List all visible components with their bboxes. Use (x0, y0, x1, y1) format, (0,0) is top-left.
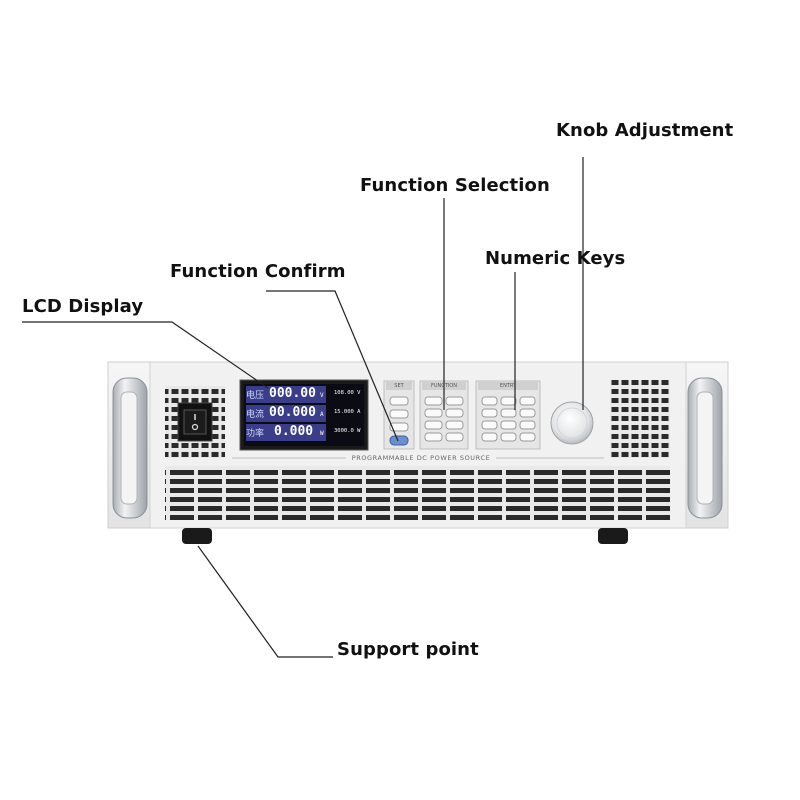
function-key[interactable] (445, 420, 464, 430)
numeric-key[interactable] (481, 396, 498, 406)
left-handle-icon (112, 377, 148, 519)
lcd-current-unit: A (320, 411, 324, 418)
callout-knob-adjustment: Knob Adjustment (556, 120, 734, 141)
lcd-voltage-side: 108.00 V (334, 390, 361, 396)
set-panel-title: SET (394, 383, 404, 389)
function-key[interactable] (445, 396, 464, 406)
callout-support-point: Support point (337, 639, 479, 660)
numeric-key[interactable] (481, 408, 498, 418)
numeric-key[interactable] (519, 420, 536, 430)
numeric-key[interactable] (481, 432, 498, 442)
lcd-row-highlight (246, 424, 326, 441)
lcd-row-highlight (246, 386, 326, 403)
power-switch-icon[interactable] (177, 402, 213, 442)
lcd-voltage-label: 电压 (246, 391, 265, 401)
confirm-button[interactable] (389, 435, 409, 446)
function-panel-title: FUNCTION (431, 383, 457, 389)
numeric-key[interactable] (519, 432, 536, 442)
lcd-power-label: 功率 (246, 429, 265, 439)
lcd-power-unit: W (320, 430, 324, 437)
bottom-vent-grille (165, 466, 670, 520)
numeric-key[interactable] (519, 396, 536, 406)
entry-panel-title: ENTRY (499, 383, 517, 389)
leader-support-point (197, 545, 333, 658)
function-key[interactable] (445, 432, 464, 442)
numeric-key[interactable] (500, 396, 517, 406)
right-vent-grille (610, 380, 670, 458)
numeric-key[interactable] (500, 420, 517, 430)
function-key[interactable] (445, 408, 464, 418)
lcd-power-side: 3000.0 W (334, 428, 361, 434)
numeric-key[interactable] (519, 408, 536, 418)
numeric-key[interactable] (500, 408, 517, 418)
lcd-power-value: 0.000 (274, 424, 314, 439)
right-foot-icon (598, 528, 628, 544)
callout-function-confirm: Function Confirm (170, 261, 346, 282)
callout-numeric-keys: Numeric Keys (485, 248, 626, 269)
lcd-voltage-unit: V (320, 392, 324, 399)
leader-function-confirm (266, 290, 399, 442)
entry-panel (475, 380, 541, 450)
lcd-row-current: 电流 00.000 A 15.000 A (246, 405, 362, 423)
numeric-key[interactable] (481, 420, 498, 430)
callout-function-selection: Function Selection (360, 175, 550, 196)
set-button-3[interactable] (389, 422, 409, 432)
lcd-row-highlight (246, 405, 326, 422)
left-foot-icon (182, 528, 212, 544)
set-panel (383, 380, 415, 450)
leader-lines (22, 157, 584, 658)
right-handle-icon (687, 377, 723, 519)
set-button-1[interactable] (389, 396, 409, 406)
lcd-voltage-value: 000.00 (269, 386, 316, 401)
lcd-current-value: 00.000 (269, 405, 316, 420)
front-panel-label: PROGRAMMABLE DC POWER SOURCE (346, 453, 496, 463)
numeric-key[interactable] (500, 432, 517, 442)
lcd-current-label: 电流 (246, 410, 265, 420)
leader-lcd-display (22, 321, 269, 389)
function-key[interactable] (424, 408, 443, 418)
knob-icon[interactable] (550, 401, 594, 445)
function-key[interactable] (424, 396, 443, 406)
lcd-row-voltage: 电压 000.00 V 108.00 V (246, 386, 362, 404)
function-key[interactable] (424, 420, 443, 430)
lcd-display (239, 379, 369, 451)
callout-lcd-display: LCD Display (22, 296, 144, 317)
lcd-row-power: 功率 0.000 W 3000.0 W (246, 424, 362, 442)
set-button-2[interactable] (389, 409, 409, 419)
function-key[interactable] (424, 432, 443, 442)
lcd-current-side: 15.000 A (334, 409, 361, 415)
